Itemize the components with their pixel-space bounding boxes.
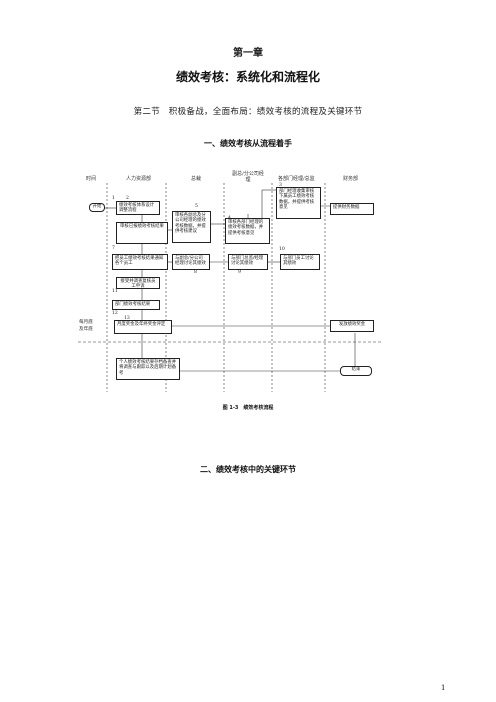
step-discuss-vp: 与副总/分公司经理讨论其绩效: [172, 254, 210, 270]
start-node: 开始: [89, 203, 105, 212]
step-number: 5: [195, 204, 198, 209]
step-number: 9: [238, 270, 241, 275]
time-label-month: 每月底: [79, 320, 93, 325]
step-notify-employees: 把员工绩效考核结果通知各个员工: [112, 254, 168, 270]
step-number: 13: [124, 316, 130, 321]
chapter-number: 第一章: [233, 48, 263, 59]
step-discuss-staff: 与部门员工讨论其绩效: [280, 254, 320, 270]
step-finance-data: 提供财务数据: [330, 203, 374, 215]
end-node: 结束: [340, 366, 372, 376]
heading-one: 一、绩效考核从流程着手: [204, 139, 292, 148]
step-vp-review: 审核各部门经理的绩效考核数据，并提供考核意见: [225, 218, 270, 244]
step-archive: 个人绩效考核结果存档备查并将调查与跟踪以及后期计划备考: [116, 358, 180, 380]
column-dept-managers: 各部门经理/总监: [278, 176, 315, 182]
section-title: 第二节 积极备战，全面布局：绩效考核的流程及关键环节: [133, 107, 363, 117]
step-number: 11: [112, 289, 118, 294]
column-president: 总裁: [191, 176, 202, 182]
step-number: 2: [126, 196, 129, 201]
step-number: 1: [112, 196, 115, 201]
time-label-year: 及年底: [79, 327, 93, 332]
step-president-review: 审核各副总及分公司经理的绩效考核数据，并提供考核建议: [172, 211, 211, 243]
column-time: 时间: [86, 176, 97, 182]
figure-caption: 图 1-3 绩效考核流程: [222, 405, 274, 411]
step-number: 12: [112, 311, 118, 316]
page-number: 1: [441, 684, 446, 692]
heading-two: 二、绩效考核中的关键环节: [200, 465, 296, 474]
step-number: 3: [279, 183, 282, 188]
column-hr: 人力资源部: [126, 176, 152, 182]
step-dept-collect: 部门经理收集审核下属员工绩效考核数据，并提供考核意见: [276, 187, 321, 219]
step-dept-results: 部门绩效考核结果: [112, 300, 160, 310]
chapter-title: 绩效考核：系统化和流程化: [175, 70, 320, 84]
step-design-process: 绩效考核体系设计调整流程: [116, 201, 160, 215]
column-vp: 副总/分公司经理: [232, 171, 264, 183]
step-appeals: 接受并调查复核员工申诉: [116, 277, 160, 289]
step-bonus-evaluation: 月度奖金及年终奖金评定: [114, 320, 172, 334]
step-review-results: 审核已报绩效考核结果: [116, 222, 168, 244]
step-number: 8: [194, 270, 197, 275]
column-finance: 财务部: [343, 176, 359, 182]
step-discuss-managers: 与部门总监/经理讨论其绩效: [228, 254, 268, 270]
step-number: 10: [279, 247, 285, 252]
step-number: 7: [112, 246, 115, 251]
step-pay-bonus: 发放绩效奖金: [330, 320, 374, 332]
